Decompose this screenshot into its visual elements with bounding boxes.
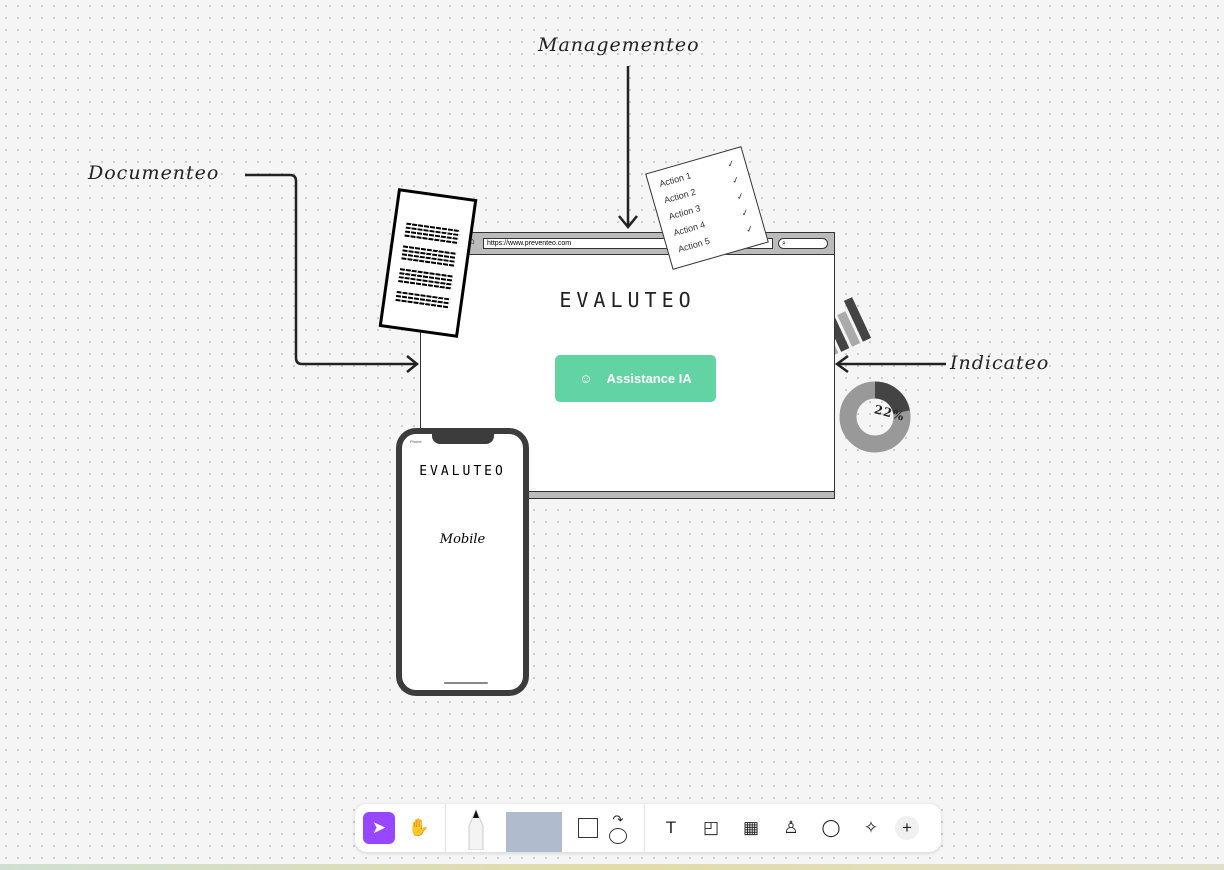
phone-mockup[interactable]: Phone EVALUTEO Mobile bbox=[396, 428, 529, 696]
browser-title: EVALUTEO bbox=[559, 288, 696, 312]
home-icon: ⌂ bbox=[469, 236, 476, 247]
donut-chart bbox=[839, 381, 911, 453]
table-tool-icon[interactable]: ▦ bbox=[742, 818, 760, 837]
label-indicateo: Indicateo bbox=[950, 352, 1050, 374]
section-tool-icon[interactable]: ◰ bbox=[702, 818, 720, 837]
text-tool-icon[interactable]: T bbox=[665, 818, 677, 837]
phone-title: EVALUTEO bbox=[419, 464, 506, 479]
ai-sparkle-icon[interactable]: ✧ bbox=[863, 818, 879, 837]
marker-tool-icon[interactable] bbox=[456, 808, 496, 850]
phone-subtitle: Mobile bbox=[439, 532, 486, 547]
label-managementeo: Managementeo bbox=[538, 34, 700, 56]
move-tool-icon[interactable]: ➤ bbox=[363, 812, 395, 844]
search-icon: ⌕ bbox=[778, 238, 828, 249]
robot-icon: ☺ bbox=[579, 371, 593, 386]
stamp-tool-icon[interactable]: ♙ bbox=[783, 818, 799, 837]
shape-connector-icon[interactable]: ↷ bbox=[602, 812, 634, 844]
rectangle-shape-icon[interactable] bbox=[572, 812, 604, 844]
sticky-note-tool[interactable] bbox=[506, 812, 562, 852]
hand-tool-icon[interactable]: ✋ bbox=[408, 818, 430, 837]
comment-tool-icon[interactable]: ◯ bbox=[821, 818, 841, 837]
bottom-toolbar: ➤ ✋ ↷ T ◰ ▦ ♙ ◯ ✧ + bbox=[355, 804, 941, 852]
phone-status: Phone bbox=[410, 439, 422, 444]
url-bar: https://www.preventeo.com bbox=[483, 238, 773, 249]
label-documenteo: Documenteo bbox=[88, 162, 220, 184]
assistance-ia-button[interactable]: ☺Assistance IA bbox=[555, 355, 716, 402]
check-icon: ✓ bbox=[744, 223, 755, 235]
more-tools-plus-icon[interactable]: + bbox=[895, 816, 919, 840]
